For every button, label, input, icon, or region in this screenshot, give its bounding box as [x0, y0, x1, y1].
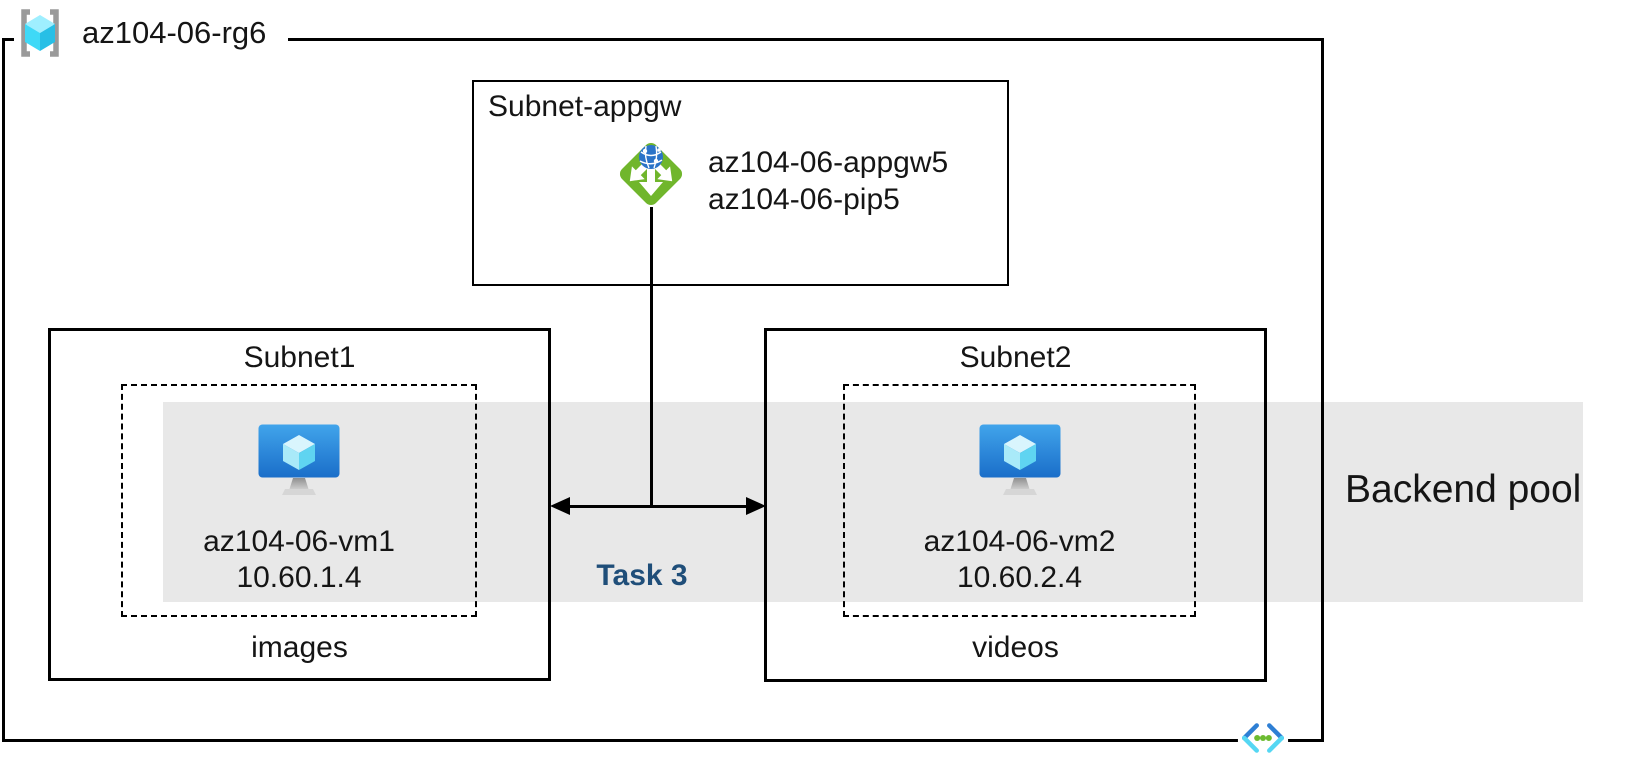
vm1-name: az104-06-vm1 [203, 525, 395, 558]
subnet1-label: Subnet1 [243, 341, 356, 374]
virtual-machine-icon [979, 424, 1060, 495]
subnet1-caption: images [251, 631, 348, 664]
resource-group-box [2, 38, 1324, 742]
appgw-name: az104-06-appgw5 [708, 146, 949, 179]
backend-pool-band [163, 402, 1583, 602]
arrowhead-right-icon [746, 497, 766, 515]
subnet-appgw-box: Subnet-appgw az104-06-appgw5 az104-06-pi… [472, 80, 1009, 286]
subnet2-vm-group: az104-06-vm2 10.60.2.4 [843, 384, 1196, 617]
public-ip-name: az104-06-pip5 [708, 183, 900, 216]
appgw-names: az104-06-appgw5 az104-06-pip5 [708, 144, 948, 218]
connector-appgw-vertical-line [650, 207, 653, 507]
virtual-machine-icon [258, 424, 340, 495]
backend-pool-label: Backend pool [1345, 468, 1582, 511]
vm2-ip: 10.60.2.4 [956, 561, 1083, 594]
virtual-network-icon [1237, 721, 1289, 755]
task-label: Task 3 [596, 559, 688, 592]
arrowhead-left-icon [550, 497, 570, 515]
subnet2-caption: videos [972, 631, 1059, 664]
subnet-appgw-label: Subnet-appgw [488, 90, 682, 123]
subnet2-box: Subnet2 az104-06-vm2 10.60. [764, 328, 1267, 682]
vm2-name: az104-06-vm2 [923, 525, 1116, 558]
subnet1-vm-group: az104-06-vm1 10.60.1.4 [121, 384, 477, 617]
resource-group-title: az104-06-rg6 [14, 4, 289, 62]
resource-group-icon [21, 9, 59, 57]
vm1-ip: 10.60.1.4 [236, 561, 362, 594]
application-gateway-icon [619, 142, 683, 206]
resource-group-name: az104-06-rg6 [82, 15, 267, 50]
subnet2-label: Subnet2 [959, 341, 1072, 374]
connector-horizontal-arrow-line [568, 505, 748, 508]
subnet1-box: Subnet1 az104-06-vm1 10.60. [48, 328, 551, 681]
